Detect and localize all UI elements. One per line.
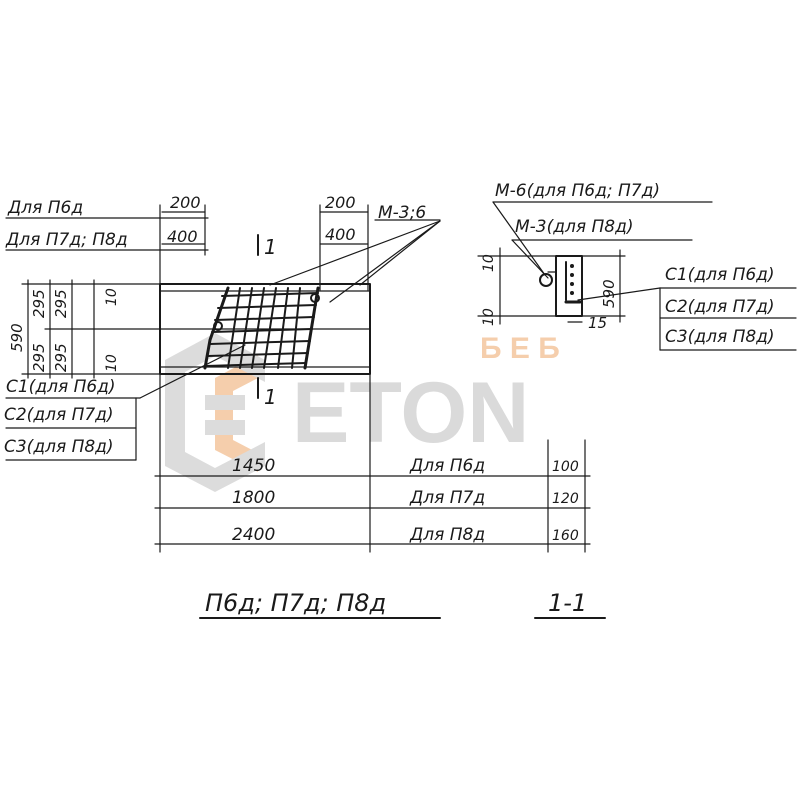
section-mark-top: 1 bbox=[264, 235, 277, 259]
dim-295-bottom-left: 295 bbox=[30, 343, 48, 372]
watermark: ETON Б Е Б bbox=[165, 332, 560, 492]
table-end-2: 160 bbox=[552, 528, 579, 544]
section-title: 1-1 bbox=[548, 589, 587, 617]
label-for-p6d: Для П6д bbox=[7, 198, 83, 218]
table-label-0: Для П6д bbox=[409, 456, 485, 476]
section-profile bbox=[555, 255, 583, 317]
table-end-1: 120 bbox=[552, 491, 579, 507]
titles: П6д; П7д; П8д 1-1 bbox=[199, 589, 606, 619]
watermark-small-text: Б Е Б bbox=[480, 332, 560, 365]
dim-295-top: 295 bbox=[52, 289, 70, 318]
label-c2: С2(для П7д) bbox=[4, 405, 114, 425]
section-dim-10-bottom: 10 bbox=[481, 308, 497, 326]
dim-10-top: 10 bbox=[104, 288, 120, 306]
plan-view: Для П6д Для П7д; П8д 200 400 200 400 М-3… bbox=[4, 193, 441, 461]
section-dim-590: 590 bbox=[600, 279, 618, 308]
section-dim-15: 15 bbox=[588, 314, 607, 332]
table-length-2: 2400 bbox=[232, 525, 275, 545]
label-m6: М-6(для П6д; П7д) bbox=[495, 181, 660, 201]
section-rebar bbox=[564, 261, 582, 304]
section-label-c3: С3(для П8д) bbox=[665, 327, 775, 347]
section-dim-10-top: 10 bbox=[481, 254, 497, 272]
dim-200-right: 200 bbox=[325, 193, 356, 212]
table-end-0: 100 bbox=[552, 459, 579, 475]
label-for-p7d-p8d: Для П7д; П8д bbox=[5, 230, 128, 250]
watermark-text: ETON bbox=[292, 365, 529, 461]
watermark-logo-icon bbox=[165, 333, 265, 492]
rebar-mesh bbox=[203, 286, 320, 370]
section-view: М-6(для П6д; П7д) М-3(для П8д) 10 10 590 bbox=[477, 181, 797, 351]
section-mark-bottom: 1 bbox=[264, 385, 277, 409]
label-m36: М-3;6 bbox=[378, 203, 426, 223]
dim-295-left: 295 bbox=[30, 289, 48, 318]
dim-400-right: 400 bbox=[325, 225, 356, 244]
dim-295-bottom: 295 bbox=[52, 343, 70, 372]
table-label-2: Для П8д bbox=[409, 525, 485, 545]
table-length-1: 1800 bbox=[232, 488, 275, 508]
section-label-c2: С2(для П7д) bbox=[665, 297, 775, 317]
section-label-c1: С1(для П6д) bbox=[665, 265, 775, 285]
label-c3: С3(для П8д) bbox=[4, 437, 114, 457]
table-length-0: 1450 bbox=[232, 456, 275, 476]
label-c1: С1(для П6д) bbox=[6, 377, 116, 397]
dim-200-left: 200 bbox=[170, 193, 201, 212]
dim-400-left: 400 bbox=[167, 227, 198, 246]
main-title: П6д; П7д; П8д bbox=[205, 589, 386, 617]
length-table: 1450 Для П6д 100 1800 Для П7д 120 2400 Для П8д 1… bbox=[154, 373, 591, 553]
dim-10-bottom: 10 bbox=[104, 354, 120, 372]
dim-590-left: 590 bbox=[8, 323, 26, 352]
table-label-1: Для П7д bbox=[409, 488, 485, 508]
label-m3: М-3(для П8д) bbox=[515, 217, 634, 237]
